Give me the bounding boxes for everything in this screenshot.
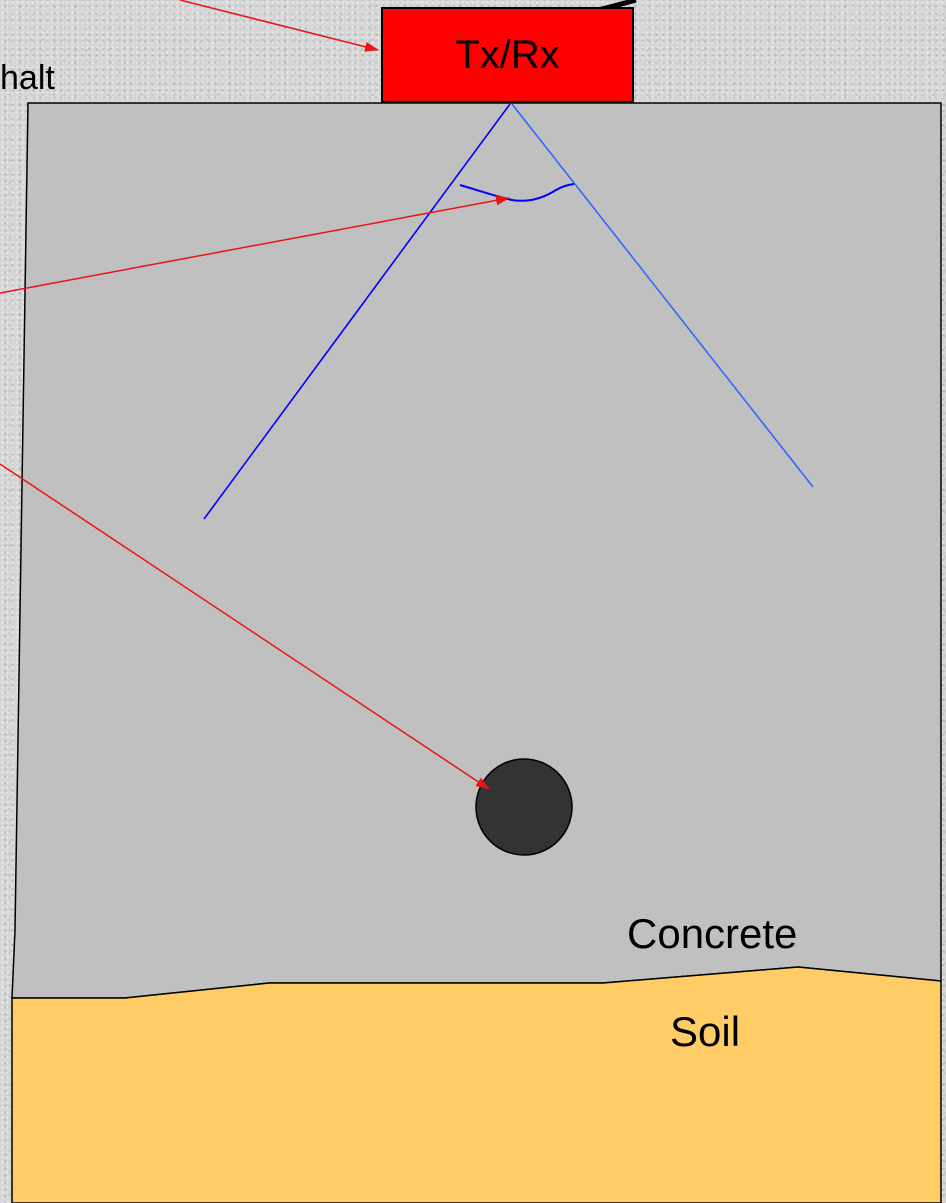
soil-layer [11,966,942,1203]
soil-label: Soil [670,1008,741,1055]
asphalt-label: halt [0,59,55,97]
asphalt-annotation-arrow [179,0,379,52]
beam-left-line [203,103,511,520]
concrete-label: Concrete [627,910,798,957]
rebar-icon [475,758,573,856]
beam-right-line [511,103,814,488]
wave-annotation-arrow [0,195,510,294]
concrete-layer [11,102,942,999]
transceiver-box: Tx/Rx [381,7,634,103]
rebar-annotation-arrow [0,463,490,790]
reflection-wave-icon [459,183,575,202]
transceiver-label: Tx/Rx [455,32,560,77]
